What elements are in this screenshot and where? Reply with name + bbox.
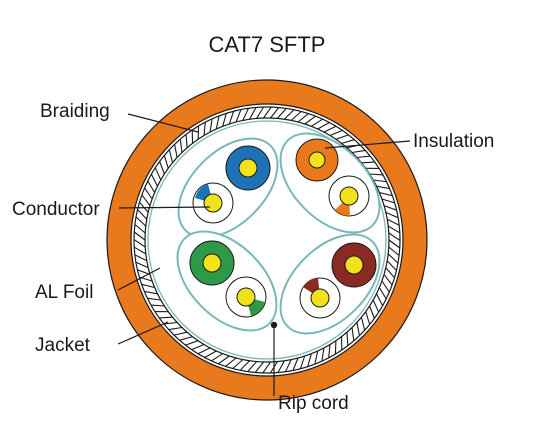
label-conductor: Conductor [12,199,100,220]
diagram-title: CAT7 SFTP [209,32,326,57]
braid-strand [361,162,374,163]
wire-green-stripe [226,277,266,317]
conductor-orange-solid [309,152,325,168]
label-jacket: Jacket [35,335,91,356]
braid-strand [198,126,199,139]
braid-strand [159,317,172,318]
rip-cord-dot [271,322,277,328]
conductor-green-solid [203,254,221,272]
conductor-brown-solid [345,256,363,274]
wire-blue-stripe [193,183,233,223]
label-rip-cord: Rip cord [278,393,349,414]
label-al-foil: AL Foil [35,282,93,303]
label-braiding: Braiding [40,101,110,122]
wire-orange-stripe [329,176,369,216]
braid-strand [335,341,336,354]
label-insulation: Insulation [413,131,494,152]
conductor-blue-solid [239,159,257,177]
wire-brown-stripe [300,278,340,318]
